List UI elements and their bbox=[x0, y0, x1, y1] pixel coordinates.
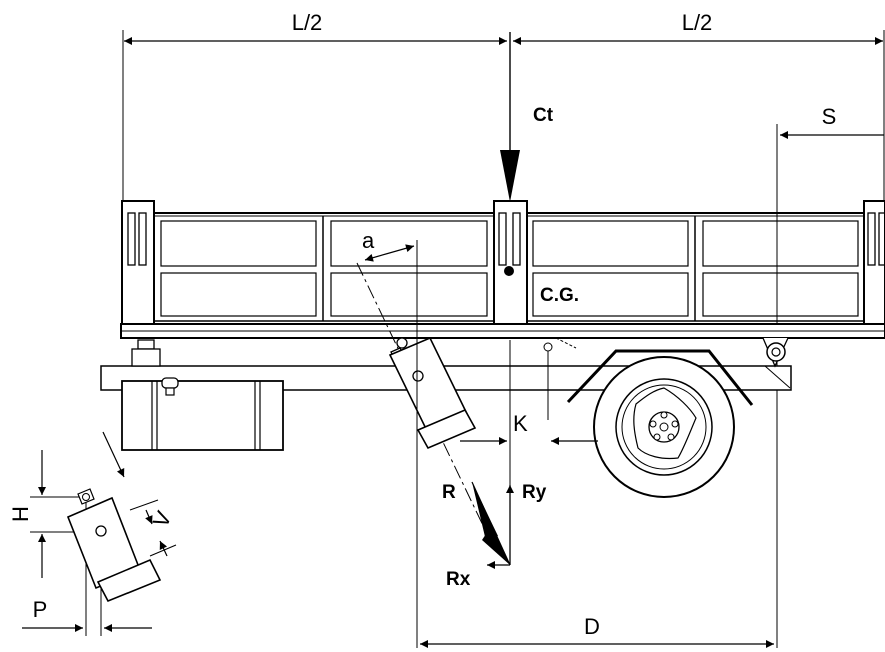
label-s: S bbox=[822, 104, 837, 129]
label-rx: Rx bbox=[446, 569, 471, 590]
load-arrow-ct: Ct bbox=[500, 32, 554, 202]
dimension-l-half: L/2 L/2 bbox=[122, 10, 885, 212]
label-l-half-left: L/2 bbox=[292, 10, 323, 35]
dimension-s: S bbox=[776, 104, 884, 648]
dimension-d: D bbox=[420, 614, 774, 648]
label-d: D bbox=[584, 614, 600, 639]
rear-wheel bbox=[566, 349, 754, 498]
fuel-tank bbox=[121, 377, 284, 451]
label-k: K bbox=[513, 411, 528, 436]
label-h: H bbox=[8, 506, 33, 522]
label-ct: Ct bbox=[533, 105, 554, 126]
reaction-forces: R Ry Rx bbox=[442, 481, 547, 590]
pivot-detail bbox=[540, 337, 577, 420]
label-ry: Ry bbox=[522, 482, 547, 503]
label-p: P bbox=[33, 597, 48, 622]
cylinder-detail: H V P bbox=[8, 431, 177, 636]
dimension-k: K bbox=[460, 340, 598, 565]
label-a: a bbox=[362, 228, 375, 253]
tipper-body: C.G. bbox=[120, 200, 885, 339]
cg-dot bbox=[504, 266, 514, 276]
label-l-half-right: L/2 bbox=[682, 10, 713, 35]
label-v: V bbox=[148, 507, 177, 531]
label-r: R bbox=[442, 482, 456, 503]
hydraulic-cylinder: a bbox=[356, 228, 491, 648]
label-cg: C.G. bbox=[540, 285, 579, 306]
